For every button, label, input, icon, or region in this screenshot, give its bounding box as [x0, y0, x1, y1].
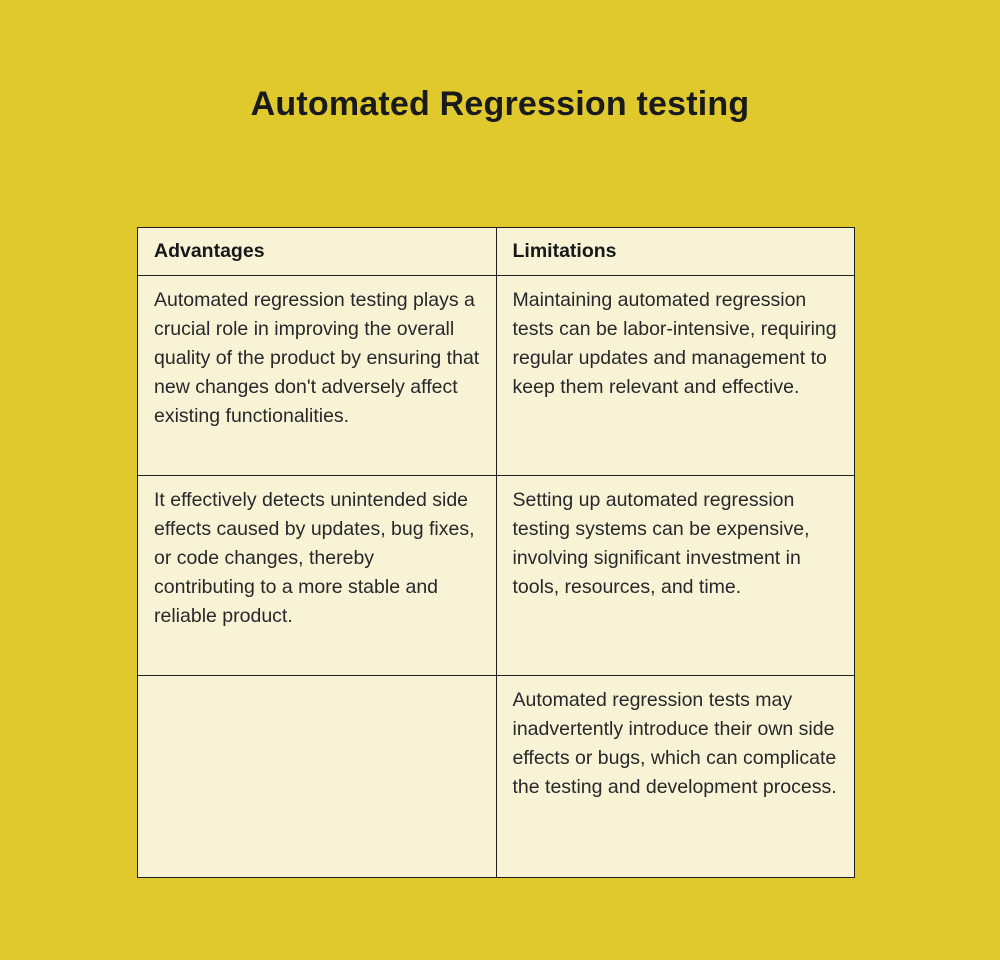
page-title: Automated Regression testing [250, 85, 750, 123]
limitations-cell: Setting up automated regression testing … [495, 475, 855, 676]
advantages-cell-empty [137, 675, 497, 878]
limitations-cell: Maintaining automated regression tests c… [495, 275, 855, 476]
column-header-limitations: Limitations [495, 227, 855, 276]
table-row: Automated regression testing plays a cru… [137, 275, 855, 476]
column-header-advantages: Advantages [137, 227, 497, 276]
table-header-row: Advantages Limitations [137, 227, 855, 276]
comparison-table: Advantages Limitations Automated regress… [137, 227, 855, 878]
advantages-cell: It effectively detects unintended side e… [137, 475, 497, 676]
table-row: Automated regression tests may inadverte… [137, 675, 855, 878]
advantages-cell: Automated regression testing plays a cru… [137, 275, 497, 476]
limitations-cell: Automated regression tests may inadverte… [495, 675, 855, 878]
table-row: It effectively detects unintended side e… [137, 475, 855, 676]
